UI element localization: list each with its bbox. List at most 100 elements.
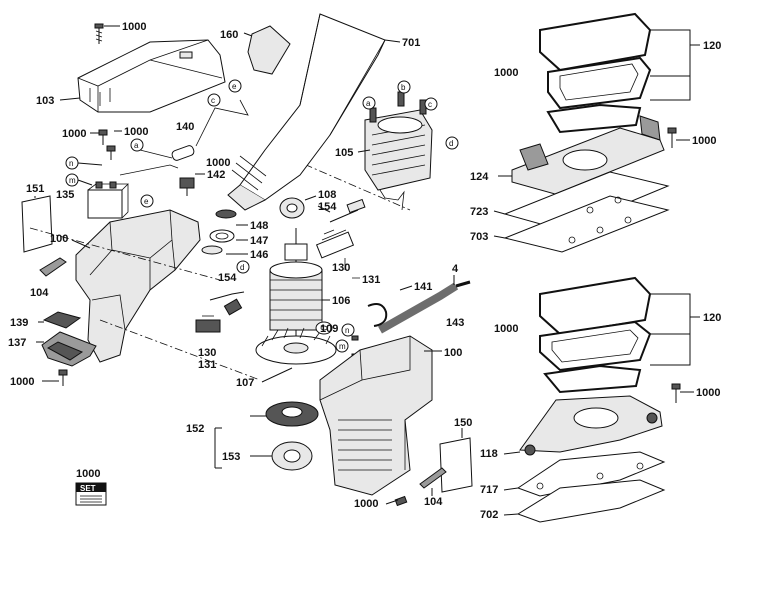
- part-label-107: 107: [236, 377, 254, 389]
- bearing-part: [265, 401, 319, 427]
- part-label-124: 124: [470, 171, 489, 183]
- marker-m: m: [65, 173, 79, 187]
- bearing-ring-part: [209, 229, 235, 243]
- part-label-103: 103: [36, 95, 54, 107]
- switch-part: [179, 177, 195, 196]
- foot-part: [41, 331, 97, 367]
- part-label-104: 104: [424, 496, 443, 508]
- part-label-1000: 1000: [692, 135, 716, 147]
- clamp-frame-part: [539, 12, 652, 134]
- screw-icon: [385, 495, 408, 507]
- part-label-701: 701: [402, 37, 420, 49]
- marker-label: b: [401, 83, 406, 92]
- screw-icon: [58, 369, 68, 386]
- marker-label: e: [232, 82, 237, 91]
- part-label-120: 120: [703, 312, 721, 324]
- part-label-140: 140: [176, 121, 194, 133]
- part-label-150: 150: [454, 417, 472, 429]
- part-label-703: 703: [470, 231, 488, 243]
- screw-icon: [667, 127, 677, 148]
- part-label-1000: 1000: [124, 126, 148, 138]
- bearing-part: [279, 197, 305, 219]
- hose-cap-part: [247, 25, 291, 75]
- part-label-1000: 1000: [494, 323, 518, 335]
- marker-label: d: [449, 139, 453, 148]
- part-label-135: 135: [56, 189, 74, 201]
- screw-icon: [671, 383, 681, 403]
- marker-label: a: [366, 99, 371, 108]
- part-label-151: 151: [26, 183, 44, 195]
- fan-part: [255, 327, 337, 365]
- washer-part: [315, 321, 333, 335]
- part-label-1000: 1000: [76, 468, 100, 480]
- housing-left-part: [75, 209, 201, 363]
- part-label-723: 723: [470, 206, 488, 218]
- brush-holder-part: [315, 229, 355, 259]
- part-label-1000: 1000: [494, 67, 518, 79]
- part-label-105: 105: [335, 147, 353, 159]
- marker-label: e: [144, 197, 149, 206]
- carbon-brush-part: [329, 198, 366, 223]
- brush-holder-part: [195, 315, 221, 333]
- marker-a: a: [362, 96, 376, 110]
- part-label-100: 100: [50, 233, 68, 245]
- part-label-717: 717: [480, 484, 498, 496]
- screw-icon: [351, 335, 359, 341]
- delta-velcro-pad-part: [516, 451, 666, 497]
- marker-e: e: [140, 194, 154, 208]
- marker-m: m: [335, 339, 349, 353]
- part-label-143: 143: [446, 317, 464, 329]
- set-badge-icon: [75, 482, 107, 506]
- marker-label: c: [428, 100, 432, 109]
- cable-bracket-part: [119, 99, 249, 176]
- sanding-base-part: [511, 115, 665, 195]
- motor-cover-part: [77, 39, 226, 113]
- part-label-1000: 1000: [206, 157, 230, 169]
- marker-a: a: [130, 138, 144, 152]
- part-label-104: 104: [30, 287, 49, 299]
- screw-icon: [98, 129, 108, 145]
- part-label-147: 147: [250, 235, 268, 247]
- part-label-108: 108: [318, 189, 336, 201]
- part-label-131: 131: [362, 274, 380, 286]
- screw-icon: [106, 145, 116, 160]
- marker-e: e: [228, 79, 242, 93]
- label-plate-part: [21, 195, 53, 253]
- foot-pad-part: [42, 311, 82, 329]
- part-label-1000: 1000: [354, 498, 378, 510]
- set-badge-label: SET: [80, 484, 96, 493]
- part-label-154: 154: [218, 272, 237, 284]
- part-label-148: 148: [250, 220, 268, 232]
- part-label-118: 118: [480, 448, 498, 460]
- marker-label: d: [240, 263, 244, 272]
- marker-label: a: [134, 141, 139, 150]
- part-label-100: 100: [444, 347, 462, 359]
- sanding-sheet-part: [503, 195, 670, 253]
- part-label-1000: 1000: [696, 387, 720, 399]
- part-label-106: 106: [332, 295, 350, 307]
- field-stator-part: [364, 91, 433, 191]
- part-label-160: 160: [220, 29, 238, 41]
- part-label-130: 130: [332, 262, 350, 274]
- marker-label: m: [339, 342, 346, 351]
- seal-ring-part: [215, 209, 237, 219]
- part-label-109: 109: [320, 323, 338, 335]
- marker-n: n: [341, 323, 355, 337]
- delta-sheet-part: [516, 479, 666, 523]
- cable-part: [378, 280, 471, 334]
- part-label-137: 137: [8, 337, 26, 349]
- carbon-brush-part: [209, 291, 245, 316]
- clamp-frame-part: [539, 276, 652, 394]
- part-label-141: 141: [414, 281, 432, 293]
- part-label-142: 142: [207, 169, 225, 181]
- part-label-154: 154: [318, 201, 337, 213]
- part-label-131: 131: [198, 359, 216, 371]
- marker-c: c: [424, 97, 438, 111]
- marker-label: c: [211, 96, 215, 105]
- part-label-1000: 1000: [122, 21, 146, 33]
- part-label-1000: 1000: [10, 376, 34, 388]
- housing-right-part: [319, 335, 433, 496]
- clip-part: [39, 257, 67, 277]
- label-plate-part: [439, 437, 473, 493]
